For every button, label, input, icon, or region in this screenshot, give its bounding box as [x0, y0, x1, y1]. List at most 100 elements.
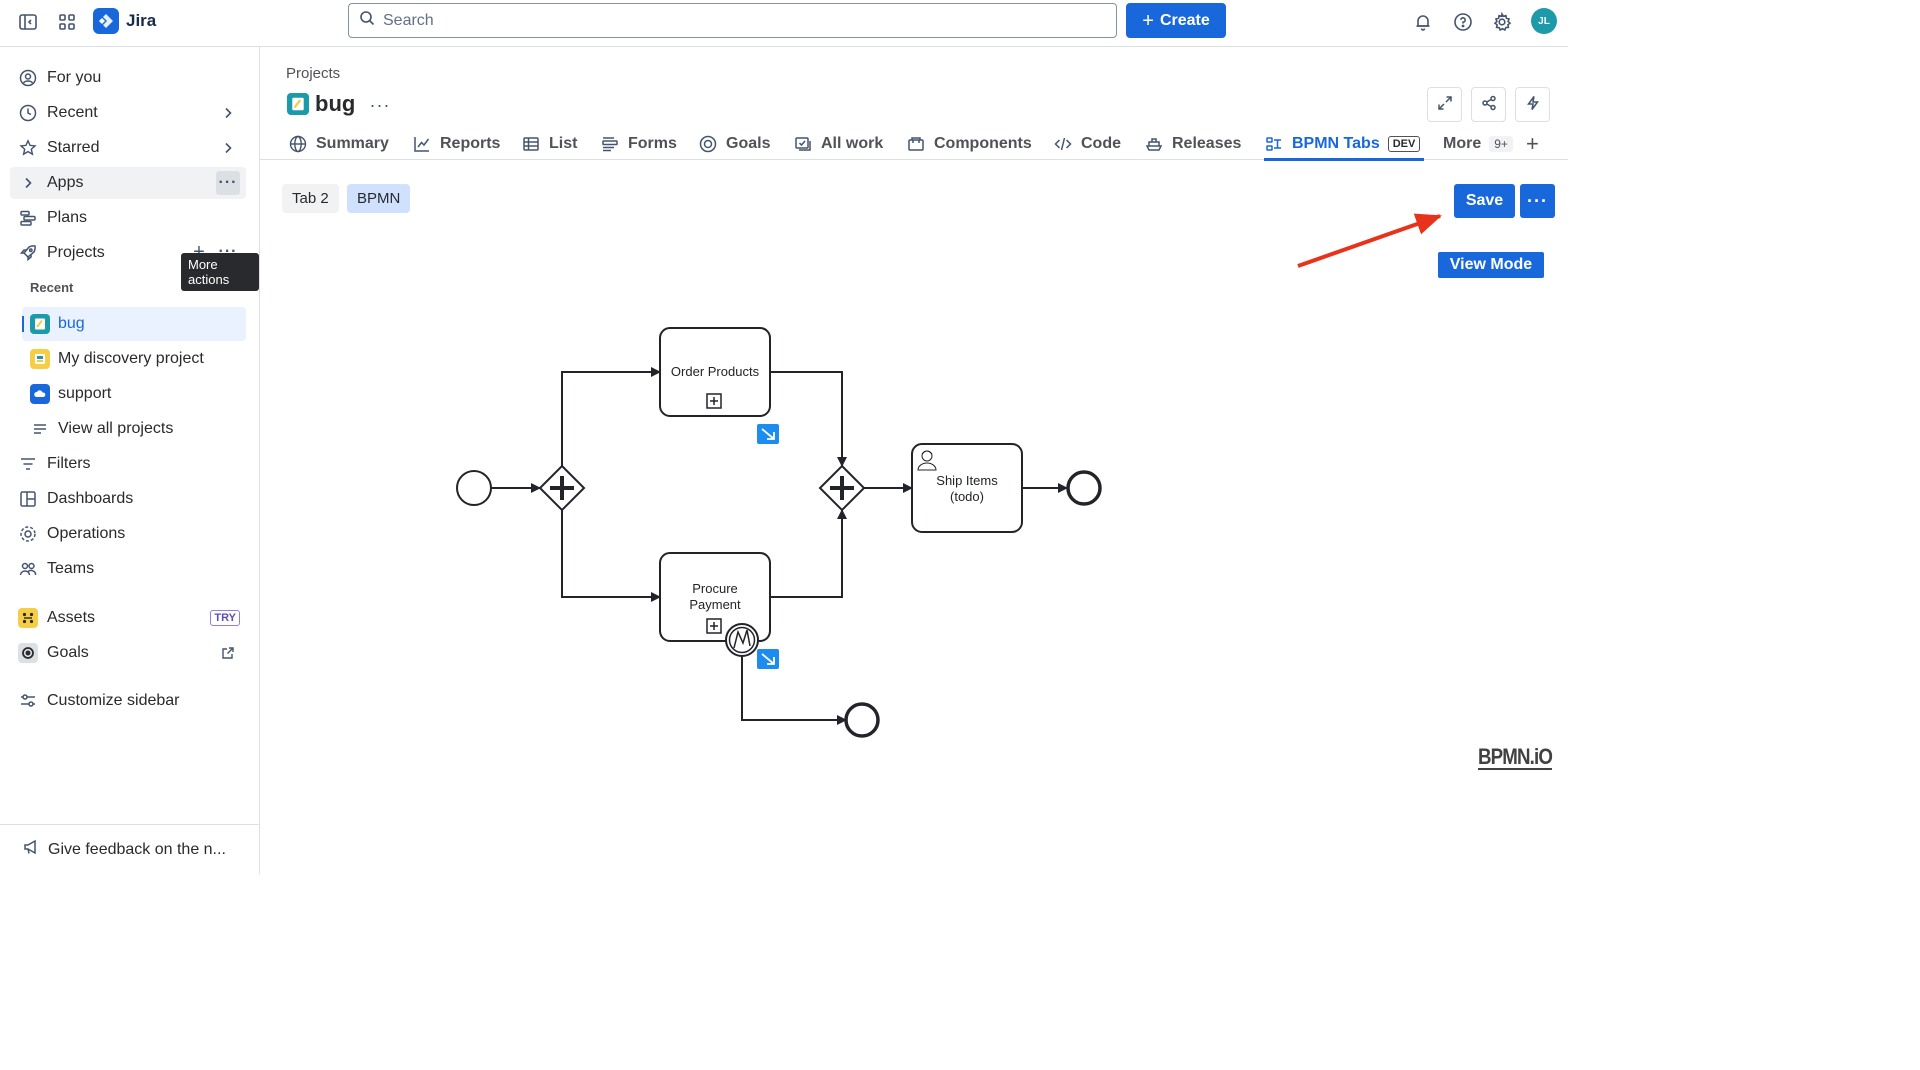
error-end-event[interactable] — [844, 702, 880, 738]
sidebar-item-label: Operations — [47, 525, 126, 542]
sidebar-item-goals[interactable]: Goals — [10, 637, 246, 669]
sidebar-item-starred[interactable]: Starred — [10, 132, 246, 164]
sidebar-item-apps[interactable]: Apps ··· — [10, 167, 246, 199]
end-event[interactable] — [1066, 470, 1102, 506]
more-actions-icon[interactable]: ··· — [216, 171, 240, 195]
user-icon — [917, 450, 937, 471]
breadcrumb[interactable]: Projects — [286, 65, 341, 82]
sidebar-project-discovery[interactable]: My discovery project — [10, 343, 246, 375]
try-badge: TRY — [210, 610, 240, 626]
tab-components[interactable]: Components — [906, 128, 1032, 160]
app-switcher-icon[interactable] — [55, 10, 79, 34]
filter-icon — [18, 454, 38, 474]
create-button[interactable]: + Create — [1126, 3, 1226, 38]
create-label: Create — [1159, 11, 1210, 29]
dashboard-icon — [18, 489, 38, 509]
more-actions-icon: ··· — [1527, 190, 1548, 211]
parallel-gateway-join[interactable] — [818, 464, 866, 512]
more-options-button[interactable]: ··· — [1520, 184, 1555, 218]
sidebar-item-recent[interactable]: Recent — [10, 97, 246, 129]
add-tab-button[interactable]: + — [1526, 128, 1539, 160]
recent-projects-label: Recent — [30, 280, 74, 295]
tab-label: Reports — [440, 135, 501, 152]
discovery-icon — [30, 349, 50, 369]
project-label: bug — [58, 315, 85, 332]
sidebar-item-teams[interactable]: Teams — [10, 553, 246, 585]
sidebar-project-bug[interactable]: bug — [22, 307, 246, 341]
tab-label: Goals — [726, 135, 771, 152]
drilldown-icon[interactable] — [757, 649, 779, 669]
sidebar-item-label: For you — [47, 69, 102, 86]
app-name[interactable]: Jira — [126, 11, 157, 30]
subtab-tab-2[interactable]: Tab 2 — [282, 184, 339, 213]
share-button[interactable] — [1471, 87, 1506, 122]
target-icon — [698, 134, 718, 154]
tab-summary[interactable]: Summary — [288, 128, 389, 160]
automation-button[interactable] — [1515, 87, 1550, 122]
view-mode-button[interactable]: View Mode — [1438, 252, 1544, 278]
more-actions-icon[interactable]: ··· — [369, 94, 391, 115]
notebook-icon — [30, 314, 50, 334]
sidebar-project-support[interactable]: support — [10, 378, 246, 410]
clock-icon — [18, 103, 38, 123]
sidebar-toggle-icon[interactable] — [16, 10, 40, 34]
tab-more[interactable]: More 9+ — [1443, 128, 1513, 160]
tab-all-work[interactable]: All work — [793, 128, 883, 160]
error-boundary-event-icon[interactable] — [725, 623, 759, 657]
ship-icon — [1144, 134, 1164, 154]
tab-goals[interactable]: Goals — [698, 128, 770, 160]
sidebar-item-operations[interactable]: Operations — [10, 518, 246, 550]
project-tabs: Summary Reports List Forms Goals All wor… — [260, 128, 1568, 161]
cloud-icon — [30, 384, 50, 404]
tab-bpmn-tabs[interactable]: BPMN Tabs DEV — [1264, 128, 1425, 161]
drilldown-icon[interactable] — [757, 424, 779, 444]
subtab-bpmn[interactable]: BPMN — [347, 184, 411, 213]
sidebar-item-plans[interactable]: Plans — [10, 202, 246, 234]
add-project-icon[interactable]: + — [193, 240, 205, 263]
bpmn-io-watermark[interactable]: BPMN.iO — [1478, 744, 1553, 770]
code-icon — [1053, 134, 1073, 154]
notifications-bell-icon[interactable] — [1411, 10, 1435, 34]
sidebar-item-assets[interactable]: Assets TRY — [10, 602, 246, 634]
feedback-label: Give feedback on the n... — [48, 840, 226, 858]
start-event[interactable] — [456, 470, 492, 506]
sidebar-item-filters[interactable]: Filters — [10, 448, 246, 480]
tab-reports[interactable]: Reports — [412, 128, 500, 160]
tab-releases[interactable]: Releases — [1144, 128, 1241, 160]
tab-code[interactable]: Code — [1053, 128, 1121, 160]
search-input[interactable] — [383, 11, 1083, 30]
plus-icon — [710, 397, 718, 405]
task-label: Payment — [689, 597, 741, 612]
task-label: Procure — [692, 581, 738, 596]
tab-label: Summary — [316, 135, 389, 152]
list-icon — [521, 134, 541, 154]
external-link-icon[interactable] — [218, 643, 238, 663]
fullscreen-button[interactable] — [1427, 87, 1462, 122]
user-task-ship-items[interactable]: Ship Items (todo) — [911, 443, 1023, 533]
save-button[interactable]: Save — [1454, 184, 1515, 218]
forms-icon — [600, 134, 620, 154]
task-procure-payment[interactable]: Procure Payment — [659, 552, 771, 642]
top-navigation-bar: Jira + Create JL — [0, 0, 1568, 47]
task-order-products[interactable]: Order Products — [659, 327, 771, 417]
megaphone-icon — [22, 838, 40, 861]
sidebar-item-for-you[interactable]: For you — [10, 62, 246, 94]
parallel-gateway-split[interactable] — [538, 464, 586, 512]
jira-logo-icon[interactable] — [93, 8, 119, 34]
help-icon[interactable] — [1451, 10, 1475, 34]
chevron-right-icon[interactable] — [18, 173, 38, 193]
tab-label: Forms — [628, 135, 677, 152]
give-feedback-link[interactable]: Give feedback on the n... — [0, 824, 259, 874]
sidebar-item-dashboards[interactable]: Dashboards — [10, 483, 246, 515]
sidebar-view-all-projects[interactable]: View all projects — [10, 413, 246, 445]
tab-forms[interactable]: Forms — [600, 128, 677, 160]
sidebar-customize[interactable]: Customize sidebar — [10, 685, 246, 717]
annotation-arrow — [1297, 213, 1442, 268]
search-box[interactable] — [348, 3, 1117, 38]
share-icon — [1481, 95, 1497, 115]
user-avatar[interactable]: JL — [1531, 8, 1557, 34]
settings-gear-icon[interactable] — [1490, 10, 1514, 34]
chevron-right-icon[interactable] — [218, 103, 238, 123]
tab-list[interactable]: List — [521, 128, 577, 160]
chevron-right-icon[interactable] — [218, 138, 238, 158]
